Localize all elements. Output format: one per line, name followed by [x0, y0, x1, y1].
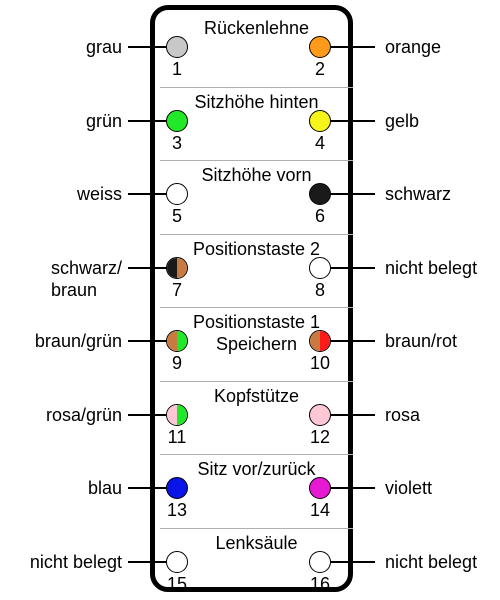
pin-11-connector: [166, 403, 188, 426]
pin-4-connector: [309, 109, 331, 132]
pin-number: 1: [171, 59, 182, 79]
wire-color-label: grau: [85, 37, 122, 57]
wire-color-label: braun/grün: [34, 331, 122, 351]
wire-color-label: grün: [85, 110, 122, 131]
section-title: Sitz vor/zurück: [197, 459, 316, 479]
wire-color-label: nicht belegt: [385, 257, 478, 278]
wire-color-label: rosa: [385, 404, 421, 425]
pin-color-left: [310, 331, 320, 351]
lead-line: [128, 413, 166, 416]
pin-number: 2: [314, 59, 325, 79]
pin-2-connector: [309, 36, 331, 58]
section-divider: [160, 160, 353, 161]
pin-number: 15: [166, 573, 188, 594]
pin-number: 16: [309, 573, 331, 594]
lead-line: [128, 487, 166, 489]
lead-line: [331, 46, 375, 48]
lead-line: [331, 266, 375, 269]
section-divider: [160, 86, 353, 88]
pin-16-connector: [309, 550, 331, 573]
pin-number: 11: [167, 426, 187, 447]
pin-color-right: [177, 404, 187, 425]
section-title: Lenksäule: [215, 532, 298, 553]
pin-number: 12: [309, 426, 331, 447]
pin-number: 14: [309, 500, 331, 520]
section-title: Sitzhöhe hinten: [194, 91, 319, 112]
pin-14-connector: [309, 477, 331, 499]
pin-color-right: [320, 331, 330, 351]
pin-number: 7: [171, 279, 182, 300]
section-divider: [160, 380, 353, 382]
wire-color-label: schwarz/braun: [50, 257, 122, 300]
wire-color-label: nicht belegt: [385, 551, 478, 572]
pin-number: 5: [171, 206, 182, 226]
pin-5-connector: [166, 183, 188, 205]
wire-color-label: orange: [385, 37, 442, 57]
pin-number: 4: [314, 132, 325, 153]
pin-15-connector: [166, 550, 188, 573]
section-subtitle: Speichern: [215, 334, 298, 354]
lead-line: [331, 487, 375, 489]
wire-color-label: weiss: [76, 184, 122, 204]
pin-color-left: [167, 331, 177, 351]
wire-color-label: rosa/grün: [45, 404, 122, 425]
section-title: Positionstaste 1: [192, 312, 321, 332]
lead-line: [128, 560, 166, 563]
wire-color-label: gelb: [385, 110, 420, 131]
lead-line: [331, 560, 375, 563]
lead-line: [128, 340, 166, 342]
pin-6-connector: [309, 183, 331, 205]
section-title: Sitzhöhe vorn: [201, 165, 312, 185]
pin-color-right: [177, 331, 187, 351]
lead-line: [128, 119, 166, 122]
lead-line: [128, 46, 166, 48]
wire-color-label: nicht belegt: [29, 551, 122, 572]
pin-number: 10: [309, 353, 331, 373]
pin-10-connector: [309, 330, 331, 352]
pin-9-connector: [166, 330, 188, 352]
wire-color-label: blau: [87, 478, 122, 498]
pin-8-connector: [309, 256, 331, 279]
pin-color-left: [167, 404, 177, 425]
pin-7-connector: [166, 256, 188, 279]
section-divider: [160, 454, 353, 455]
section-title: Positionstaste 2: [192, 238, 321, 259]
lead-line: [331, 119, 375, 122]
lead-line: [331, 413, 375, 416]
pin-number: 3: [171, 132, 182, 153]
lead-line: [128, 266, 166, 269]
wire-color-label: schwarz: [385, 184, 452, 204]
pin-number: 8: [314, 279, 325, 300]
section-title: Rückenlehne: [203, 18, 310, 38]
section-title: Kopfstütze: [213, 385, 300, 406]
pin-number: 9: [171, 353, 182, 373]
pin-number: 6: [314, 206, 325, 226]
wire-color-label: violett: [385, 478, 433, 498]
lead-line: [128, 193, 166, 195]
pin-color-left: [167, 257, 177, 278]
pin-color-right: [177, 257, 187, 278]
section-divider: [160, 233, 353, 235]
pin-12-connector: [309, 403, 331, 426]
lead-line: [331, 193, 375, 195]
wire-color-label: braun/rot: [385, 331, 458, 351]
section-divider: [160, 307, 353, 308]
lead-line: [331, 340, 375, 342]
pin-3-connector: [166, 109, 188, 132]
pin-number: 13: [166, 500, 188, 520]
section-divider: [160, 527, 353, 529]
pin-13-connector: [166, 477, 188, 499]
pin-1-connector: [166, 36, 188, 58]
